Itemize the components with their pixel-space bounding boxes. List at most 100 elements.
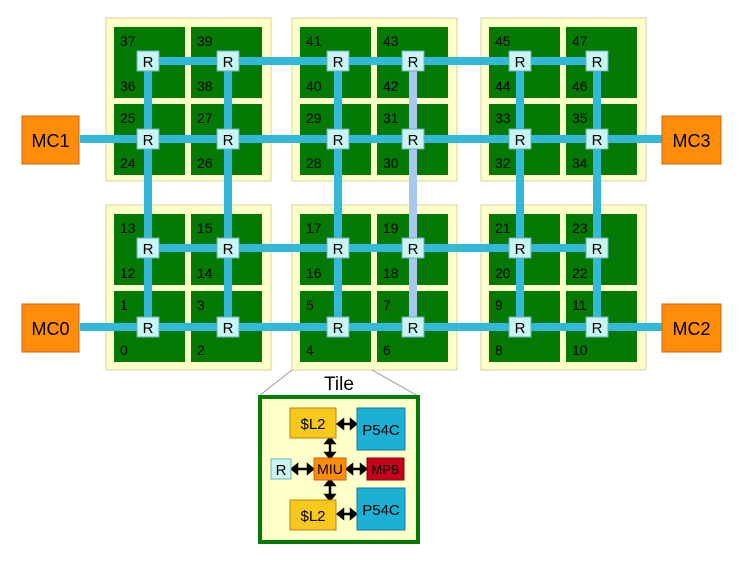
core-number: 34 [572,155,588,171]
arrowhead [323,435,337,445]
memory-controllers: MC1 MC0 MC3 MC2 [21,115,722,353]
core-number: 6 [383,342,391,358]
router [136,128,160,150]
core-number: 15 [197,220,213,236]
router-label: R [592,241,603,258]
router-label: R [333,54,344,71]
core-number: 24 [120,155,136,171]
core-number: 1 [120,297,128,313]
router-label: R [515,132,526,149]
mpb-block [366,457,405,481]
router [401,237,425,259]
router [216,128,240,150]
router [326,237,350,259]
router-label: R [515,241,526,258]
router [585,316,609,338]
router [585,50,609,72]
miu-block [313,457,347,481]
router-label: R [515,54,526,71]
router-label: R [592,54,603,71]
core-number: 22 [572,265,588,281]
router-label: R [333,132,344,149]
miu-label: MIU [317,461,343,477]
router-label: R [333,241,344,258]
router [326,50,350,72]
core-number: 33 [495,110,511,126]
router [326,316,350,338]
p54c-core-top [356,407,406,451]
core-number: 7 [383,297,391,313]
core-number: 16 [306,265,322,281]
router-label: R [223,241,234,258]
core-number: 3 [197,297,205,313]
arrowhead [344,462,354,476]
tile-detail: $L2 P54C R MIU MPB $L2 P54C [258,395,420,544]
l2-cache-bottom [289,499,337,531]
core-number: 39 [197,33,213,49]
core-number: 14 [197,265,213,281]
arrowhead [349,507,359,521]
core-number: 26 [197,155,213,171]
arrowhead [359,462,369,476]
core-number: 21 [495,220,511,236]
core-number: 17 [306,220,322,236]
mc2-box [661,303,722,353]
arrowhead [306,462,316,476]
router [508,237,532,259]
core-number: 5 [306,297,314,313]
router-label: R [143,54,154,71]
core-number: 8 [495,342,503,358]
core-number: 18 [383,265,399,281]
arrowhead [323,451,337,461]
router-label: R [408,320,419,337]
router [136,237,160,259]
mc1-label: MC1 [31,131,69,151]
mc0-label: MC0 [31,319,69,339]
core-number: 46 [572,78,588,94]
mc3-label: MC3 [672,131,710,151]
tile-router [270,458,292,480]
core-number: 36 [120,78,136,94]
router-label: R [143,132,154,149]
core-number: 43 [383,33,399,49]
zoom-line-left [258,369,293,397]
core-number: 12 [120,265,136,281]
core-number: 37 [120,33,136,49]
arrowhead [323,477,337,487]
core-number: 2 [197,342,205,358]
tile-router-label: R [276,462,287,479]
router [216,50,240,72]
mc2-label: MC2 [672,319,710,339]
core-number: 13 [120,220,136,236]
router-label: R [223,320,234,337]
core-number: 27 [197,110,213,126]
arrowhead [335,507,345,521]
router-label: R [592,132,603,149]
core-number: 0 [120,342,128,358]
mpb-label: MPB [371,462,399,477]
core-number: 9 [495,297,503,313]
router-label: R [408,241,419,258]
router [401,128,425,150]
router [401,50,425,72]
router [508,50,532,72]
router [585,237,609,259]
router [508,316,532,338]
core-number: 29 [306,110,322,126]
core-number: 25 [120,110,136,126]
core-number: 19 [383,220,399,236]
router [216,316,240,338]
core-number: 40 [306,78,322,94]
core-number: 32 [495,155,511,171]
arrowhead [349,417,359,431]
router-label: R [223,132,234,149]
zoom-lines [258,369,419,397]
core-number: 41 [306,33,322,49]
router [585,128,609,150]
router [136,316,160,338]
router-label: R [592,320,603,337]
router [216,237,240,259]
